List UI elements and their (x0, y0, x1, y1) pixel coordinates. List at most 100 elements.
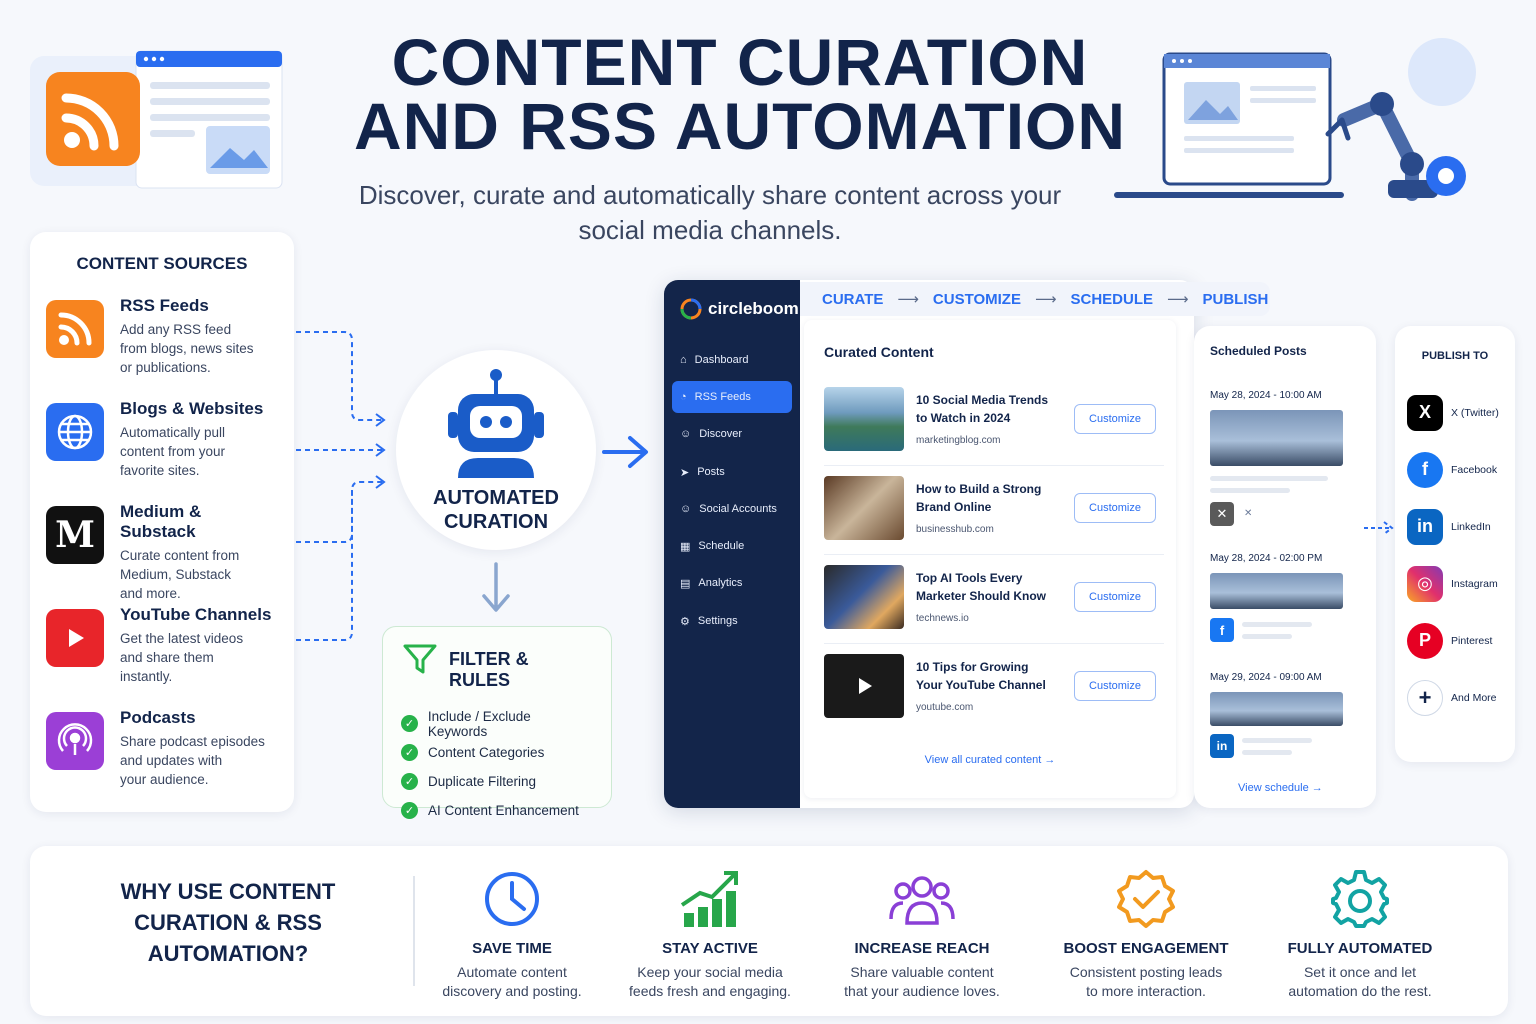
post-image[interactable] (1210, 573, 1343, 609)
publish-to-heading: PUBLISH TO (1421, 350, 1489, 362)
globe-icon (46, 403, 104, 461)
list-item: How to Build a Strong Brand Online busin… (824, 476, 1164, 555)
placeholder-line (1242, 738, 1312, 743)
chart-icon: ▤ (680, 577, 691, 590)
post-date: May 29, 2024 - 09:00 AM (1210, 672, 1322, 683)
item-source: marketingblog.com (916, 435, 1001, 446)
customize-button[interactable]: Customize (1074, 404, 1156, 434)
nav-analytics[interactable]: ▤Analytics (680, 577, 743, 590)
item-title[interactable]: 10 Tips for Growing Your YouTube Channel (916, 660, 1046, 692)
benefit-increase-reach: INCREASE REACH Share valuable content th… (812, 868, 1032, 1001)
nav-schedule[interactable]: ▦Schedule (680, 540, 745, 553)
placeholder-line (1242, 622, 1312, 627)
gear-icon: ⚙ (680, 615, 690, 628)
circleboom-logo-icon (680, 298, 702, 320)
automated-curation: AUTOMATED CURATION (396, 350, 596, 550)
item-title[interactable]: How to Build a Strong Brand Online (916, 482, 1042, 514)
source-name: Blogs & Websites (120, 399, 264, 418)
check-icon: ✓ (401, 802, 418, 819)
post-image[interactable] (1210, 410, 1343, 466)
arrow-down-icon (482, 562, 510, 612)
source-name: Medium & Substack (120, 502, 202, 541)
podcast-icon (46, 712, 104, 770)
nav-rss-feeds[interactable]: ◔RSS Feeds (672, 381, 792, 413)
linkedin-icon: in (1210, 734, 1234, 758)
thumbnail-video (824, 654, 904, 718)
divider (824, 554, 1164, 555)
x-twitter-icon: X (1407, 394, 1443, 431)
workflow-steps: CURATE⟶ CUSTOMIZE⟶ SCHEDULE⟶ PUBLISH (800, 282, 1270, 316)
arrow-right-icon: ⟶ (897, 291, 919, 308)
nav-settings[interactable]: ⚙Settings (680, 615, 738, 628)
automated-curation-label: AUTOMATED CURATION (433, 487, 559, 533)
funnel-icon (403, 644, 437, 674)
instagram-icon: ◎ (1407, 565, 1443, 602)
brand-logo[interactable]: circleboom (680, 298, 799, 320)
rss-icon: ◔ (680, 391, 687, 403)
play-icon (859, 678, 872, 694)
view-schedule-link[interactable]: View schedule → (1238, 782, 1323, 794)
badge-check-icon (1117, 870, 1175, 928)
arrow-right-icon (1364, 521, 1394, 535)
nav-discover[interactable]: ☺Discover (680, 428, 743, 440)
source-desc: Share podcast episodes and updates with … (120, 734, 265, 787)
page-subtitle: Discover, curate and automatically share… (358, 180, 1062, 245)
nav-dashboard[interactable]: ⌂Dashboard (680, 354, 749, 366)
gear-icon (1331, 870, 1389, 928)
item-source: technews.io (916, 613, 969, 624)
post-image[interactable] (1210, 692, 1343, 726)
item-title[interactable]: 10 Social Media Trends to Watch in 2024 (916, 393, 1049, 425)
nav-posts[interactable]: ➤Posts (680, 466, 725, 479)
source-desc: Get the latest videos and share them ins… (120, 631, 244, 684)
step-customize[interactable]: CUSTOMIZE (932, 290, 1021, 308)
customize-button[interactable]: Customize (1074, 671, 1156, 701)
placeholder-line (1242, 634, 1292, 639)
placeholder-line (1210, 488, 1290, 493)
robot-arm-laptop-illustration (1114, 38, 1476, 201)
source-name: YouTube Channels (120, 605, 272, 624)
thumbnail-desk-laptop (824, 476, 904, 540)
step-publish[interactable]: PUBLISH (1202, 290, 1269, 308)
view-all-curated-link[interactable]: View all curated content → (924, 754, 1056, 766)
rss-icon (46, 300, 104, 358)
step-curate[interactable]: CURATE (822, 290, 884, 308)
rule-item: ✓Include / Exclude Keywords (401, 709, 593, 739)
placeholder-line (1242, 750, 1292, 755)
divider (824, 643, 1164, 644)
robot-icon (448, 369, 544, 478)
list-item: 10 Tips for Growing Your YouTube Channel… (824, 654, 1164, 726)
why-section: WHY USE CONTENT CURATION & RSS AUTOMATIO… (30, 846, 1508, 1016)
benefit-save-time: SAVE TIME Automate content discovery and… (402, 868, 622, 1001)
nav-social-accounts[interactable]: ☺Social Accounts (680, 503, 777, 515)
placeholder-line (1210, 476, 1328, 481)
home-icon: ⌂ (680, 354, 687, 366)
item-title[interactable]: Top AI Tools Every Marketer Should Know (916, 571, 1047, 603)
channel-instagram[interactable]: ◎Instagram (1407, 555, 1503, 612)
user-icon: ☺ (680, 428, 692, 440)
customize-button[interactable]: Customize (1074, 493, 1156, 523)
channel-and-more[interactable]: +And More (1407, 669, 1503, 726)
close-icon[interactable]: ✕ (1244, 508, 1253, 519)
rule-item: ✓AI Content Enhancement (401, 796, 593, 825)
facebook-icon: f (1210, 618, 1234, 642)
check-icon: ✓ (401, 715, 418, 732)
scheduled-posts-panel: Scheduled Posts May 28, 2024 - 10:00 AM … (1194, 326, 1376, 808)
source-desc: Curate content from Medium, Substack and… (120, 548, 240, 601)
source-name: Podcasts (120, 708, 196, 727)
customize-button[interactable]: Customize (1074, 582, 1156, 612)
app-sidebar: circleboom ⌂Dashboard ◔RSS Feeds ☺Discov… (664, 280, 800, 808)
pinterest-icon: P (1407, 622, 1443, 659)
item-source: businesshub.com (916, 524, 994, 535)
step-schedule[interactable]: SCHEDULE (1070, 290, 1153, 308)
scheduled-posts-heading: Scheduled Posts (1210, 344, 1307, 358)
source-desc: Automatically pull content from your fav… (120, 425, 226, 478)
